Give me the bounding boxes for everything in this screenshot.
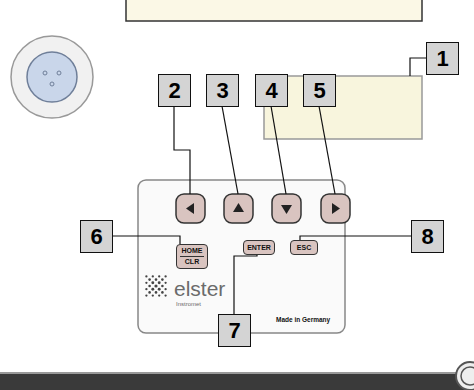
leader-lines (112, 58, 426, 314)
home-clr-key: HOME CLR (176, 244, 208, 269)
key-label: ESC (297, 244, 311, 252)
logo-mark (145, 275, 167, 297)
key-label: ENTER (247, 244, 271, 252)
keypad-panel: HOME CLR ENTER ESC elsterInstrometMade in Ge… (138, 180, 345, 333)
screw-head (456, 362, 474, 390)
keypad-panel-outline (138, 180, 345, 333)
connector-ring (11, 36, 93, 118)
port-pin (57, 71, 61, 75)
top-housing-edge (126, 0, 422, 21)
screw-ring (461, 367, 474, 385)
port-pin (50, 82, 54, 86)
brand-subname: Instromet (176, 301, 201, 307)
origin-note: Made in Germany (276, 317, 330, 324)
callout-number: 2 (158, 74, 191, 107)
bottom-housing (0, 374, 474, 390)
housing-edge (0, 372, 474, 374)
callout-number: 7 (218, 314, 251, 347)
callout-number: 6 (80, 220, 113, 253)
optical-port (27, 52, 77, 102)
port-pin (43, 71, 47, 75)
key-label: CLR (185, 258, 199, 266)
enter-key: ENTER (243, 240, 275, 255)
callout-number: 3 (206, 74, 239, 107)
esc-key: ESC (290, 240, 318, 255)
key-divider (180, 256, 204, 257)
arrow-keys (176, 194, 350, 223)
brand-name: elster (174, 278, 225, 299)
callout-number: 4 (255, 74, 288, 107)
callout-number: 1 (426, 42, 459, 75)
callout-number: 8 (411, 220, 444, 253)
callout-number: 5 (303, 74, 336, 107)
arrow-symbols (186, 203, 340, 214)
key-label: HOME (182, 247, 203, 255)
